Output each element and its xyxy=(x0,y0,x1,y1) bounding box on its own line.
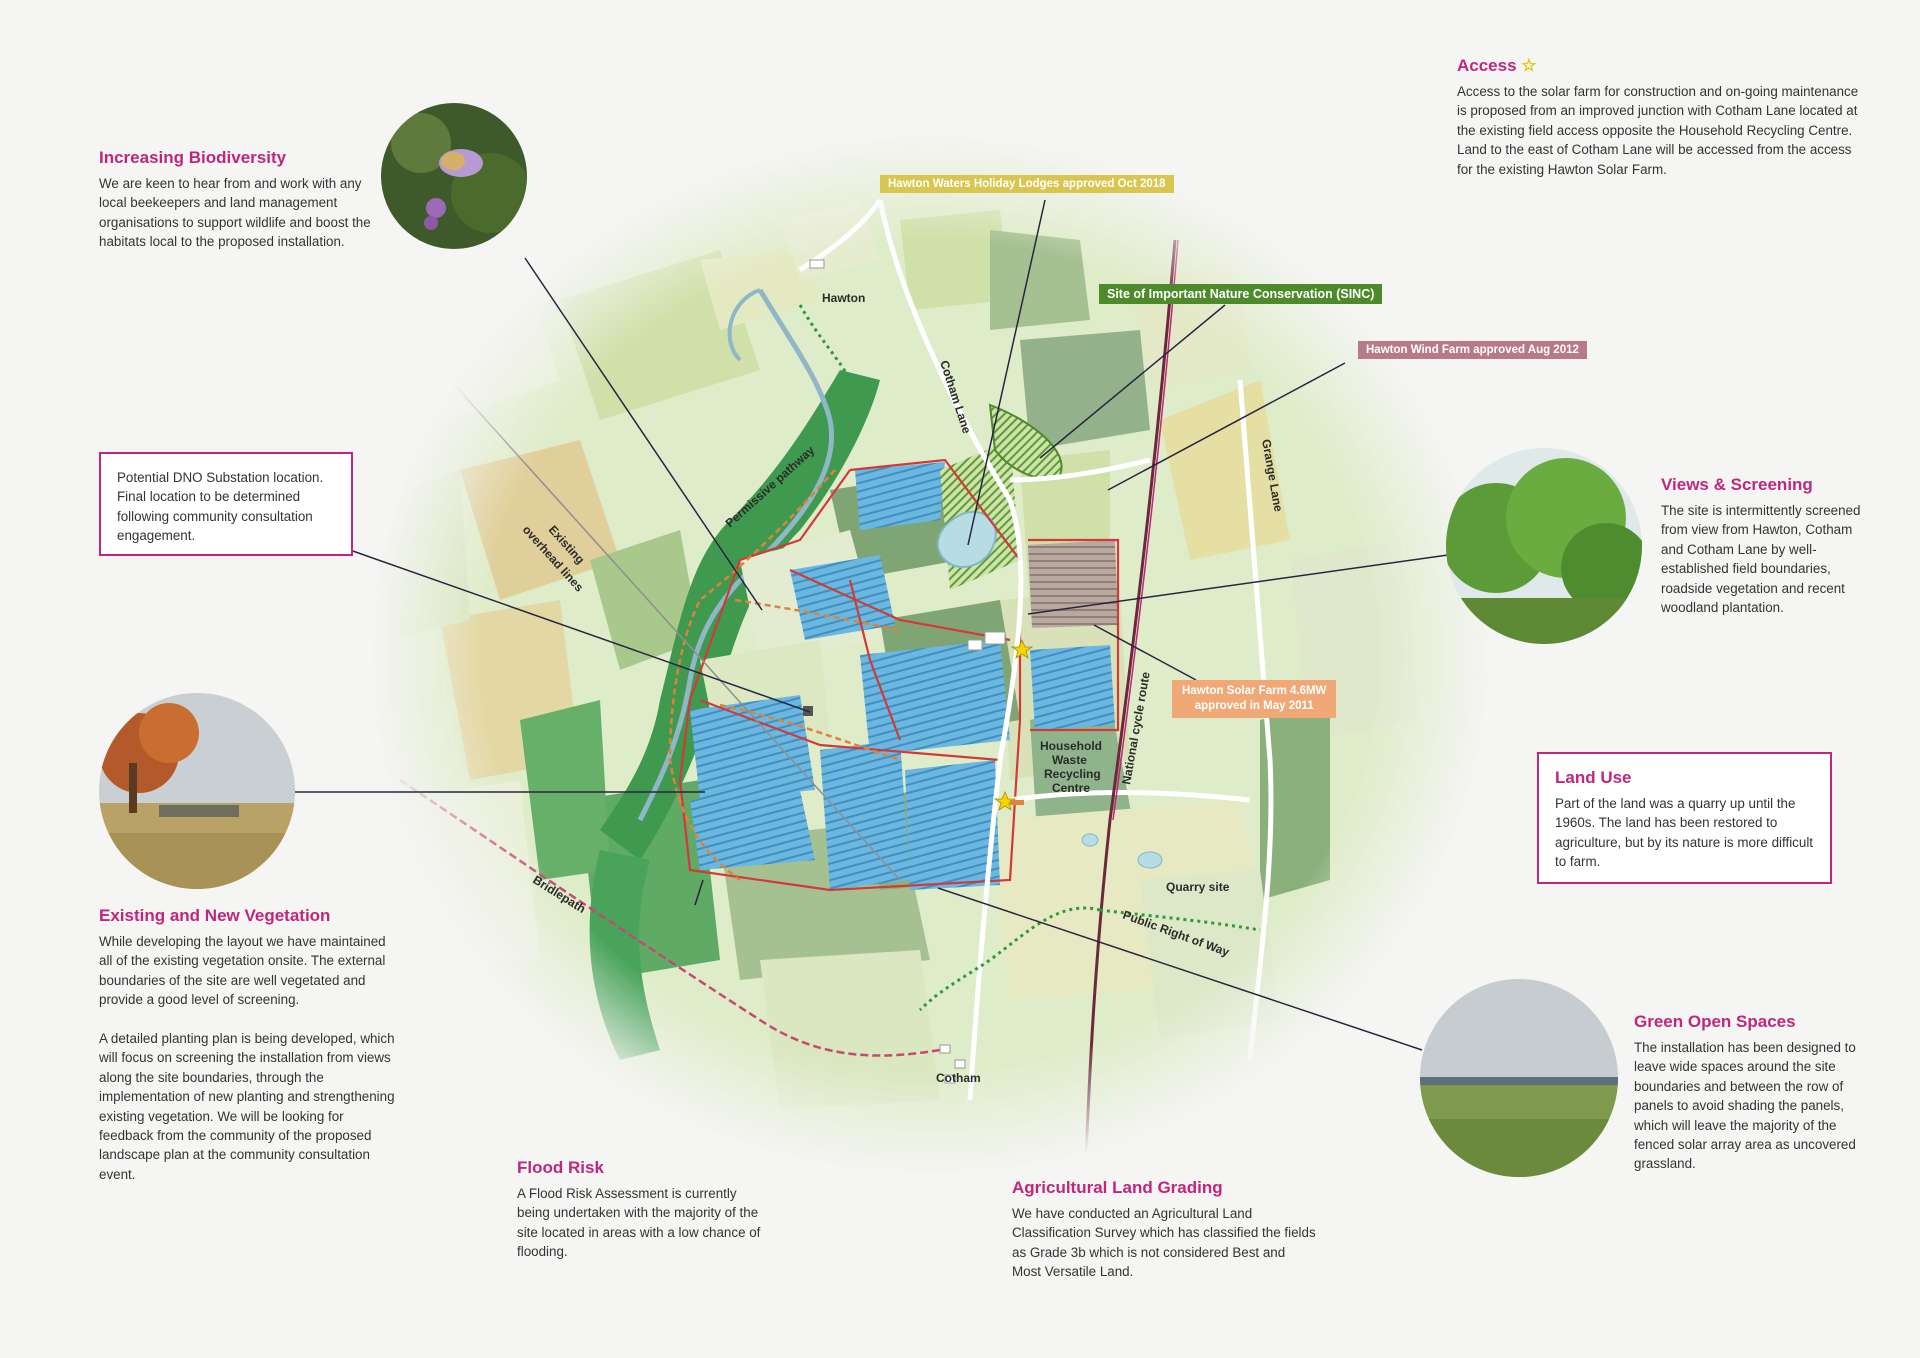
biodiversity-text: We are keen to hear from and work with a… xyxy=(99,176,371,250)
views-section: Views & Screening The site is intermitte… xyxy=(1661,475,1866,617)
trees-photo xyxy=(1446,448,1642,644)
vegetation-title: Existing and New Vegetation xyxy=(99,906,331,925)
label-hawton: Hawton xyxy=(822,291,865,305)
agri-grading-section: Agricultural Land Grading We have conduc… xyxy=(1012,1178,1317,1282)
solar-farm-label: Hawton Solar Farm 4.6MW approved in May … xyxy=(1172,680,1337,718)
agri-grading-text: We have conducted an Agricultural Land C… xyxy=(1012,1206,1316,1280)
solar-farm-label-line-2: approved in May 2011 xyxy=(1194,700,1314,712)
access-text: Access to the solar farm for constructio… xyxy=(1457,84,1859,177)
leader-lines xyxy=(293,199,1449,1051)
label-quarry-site: Quarry site xyxy=(1166,880,1230,894)
green-spaces-text: The installation has been designed to le… xyxy=(1634,1040,1856,1172)
vegetation-photo xyxy=(99,693,295,889)
solar-farm-label-line-1: Hawton Solar Farm 4.6MW xyxy=(1182,685,1327,697)
access-section: Access ☆ Access to the solar farm for co… xyxy=(1457,56,1867,179)
green-spaces-section: Green Open Spaces The installation has b… xyxy=(1634,1012,1859,1174)
views-title: Views & Screening xyxy=(1661,475,1813,494)
sinc-label: Site of Important Nature Conservation (S… xyxy=(1099,284,1383,304)
flood-risk-title: Flood Risk xyxy=(517,1158,604,1177)
label-recycling-2: Waste xyxy=(1052,753,1087,767)
dno-substation-box: Potential DNO Substation location. Final… xyxy=(99,452,353,556)
land-use-box: Land Use Part of the land was a quarry u… xyxy=(1537,752,1832,884)
views-text: The site is intermittently screened from… xyxy=(1661,503,1861,616)
land-use-text: Part of the land was a quarry up until t… xyxy=(1555,796,1814,870)
agri-grading-title: Agricultural Land Grading xyxy=(1012,1178,1223,1197)
wind-farm-label: Hawton Wind Farm approved Aug 2012 xyxy=(1358,341,1587,359)
green-spaces-title: Green Open Spaces xyxy=(1634,1012,1796,1031)
star-icon: ☆ xyxy=(1521,56,1537,75)
bee-photo xyxy=(381,103,527,249)
biodiversity-title: Increasing Biodiversity xyxy=(99,148,287,167)
access-heading: Access ☆ xyxy=(1457,56,1867,76)
dno-text: Potential DNO Substation location. Final… xyxy=(117,470,324,544)
label-recycling-3: Recycling xyxy=(1044,767,1101,781)
grassland-photo xyxy=(1420,979,1618,1177)
vegetation-text: While developing the layout we have main… xyxy=(99,934,395,1182)
vegetation-section: Existing and New Vegetation While develo… xyxy=(99,906,399,1184)
label-recycling-4: Centre xyxy=(1052,781,1090,795)
land-use-title: Land Use xyxy=(1555,768,1632,787)
biodiversity-section: Increasing Biodiversity We are keen to h… xyxy=(99,148,389,252)
flood-risk-text: A Flood Risk Assessment is currently bei… xyxy=(517,1186,761,1260)
label-cotham: Cotham xyxy=(936,1071,981,1085)
map-base xyxy=(350,120,1510,1200)
flood-risk-section: Flood Risk A Flood Risk Assessment is cu… xyxy=(517,1158,762,1262)
holiday-lodges-label: Hawton Waters Holiday Lodges approved Oc… xyxy=(880,175,1174,193)
label-recycling-1: Household xyxy=(1040,739,1102,753)
access-title: Access xyxy=(1457,56,1517,75)
